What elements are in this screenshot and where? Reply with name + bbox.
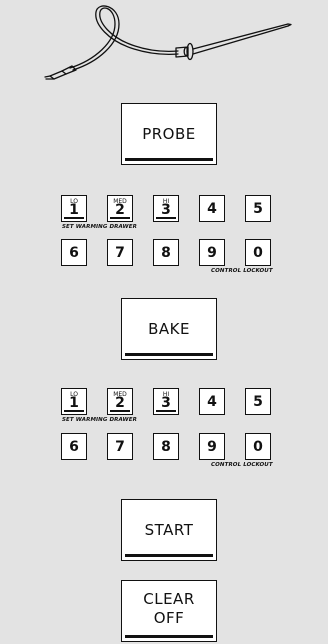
key-5[interactable]: 5 (245, 195, 271, 222)
key-0[interactable]: 0 (245, 433, 271, 460)
key-2[interactable]: MED 2 (107, 388, 133, 415)
warming-drawer-caption: SET WARMING DRAWER (62, 224, 137, 230)
key-8[interactable]: 8 (153, 433, 179, 460)
key-digit: 2 (108, 203, 132, 217)
bake-button[interactable]: BAKE (121, 298, 217, 360)
key-digit: 8 (154, 440, 178, 454)
key-1[interactable]: LO 1 (61, 388, 87, 415)
key-digit: 0 (246, 440, 270, 454)
key-digit: 8 (154, 246, 178, 260)
key-digit: 3 (154, 203, 178, 217)
key-digit: 9 (200, 246, 224, 260)
key-6[interactable]: 6 (61, 433, 87, 460)
key-digit: 5 (246, 395, 270, 409)
off-button-label: OFF (154, 609, 185, 628)
key-7[interactable]: 7 (107, 433, 133, 460)
key-3[interactable]: HI 3 (153, 195, 179, 222)
key-0[interactable]: 0 (245, 239, 271, 266)
key-5[interactable]: 5 (245, 388, 271, 415)
key-4[interactable]: 4 (199, 388, 225, 415)
control-lockout-caption: CONTROL LOCKOUT (211, 268, 273, 274)
key-digit: 6 (62, 440, 86, 454)
key-digit: 1 (62, 396, 86, 410)
key-9[interactable]: 9 (199, 433, 225, 460)
key-3[interactable]: HI 3 (153, 388, 179, 415)
key-digit: 4 (200, 202, 224, 216)
clear-off-button[interactable]: CLEAR OFF (121, 580, 217, 642)
key-digit: 7 (108, 246, 132, 260)
temperature-probe-icon (40, 2, 292, 86)
key-digit: 9 (200, 440, 224, 454)
control-lockout-caption: CONTROL LOCKOUT (211, 462, 273, 468)
start-button-label: START (145, 521, 194, 540)
key-digit: 0 (246, 246, 270, 260)
probe-button-label: PROBE (142, 125, 196, 144)
warming-drawer-caption: SET WARMING DRAWER (62, 417, 137, 423)
key-digit: 4 (200, 395, 224, 409)
key-7[interactable]: 7 (107, 239, 133, 266)
key-digit: 3 (154, 396, 178, 410)
key-8[interactable]: 8 (153, 239, 179, 266)
key-digit: 7 (108, 440, 132, 454)
key-6[interactable]: 6 (61, 239, 87, 266)
key-2[interactable]: MED 2 (107, 195, 133, 222)
key-digit: 6 (62, 246, 86, 260)
key-digit: 1 (62, 203, 86, 217)
clear-button-label: CLEAR (143, 590, 195, 609)
bake-button-label: BAKE (148, 320, 190, 339)
key-9[interactable]: 9 (199, 239, 225, 266)
key-digit: 2 (108, 396, 132, 410)
key-digit: 5 (246, 202, 270, 216)
key-4[interactable]: 4 (199, 195, 225, 222)
start-button[interactable]: START (121, 499, 217, 561)
key-1[interactable]: LO 1 (61, 195, 87, 222)
probe-button[interactable]: PROBE (121, 103, 217, 165)
